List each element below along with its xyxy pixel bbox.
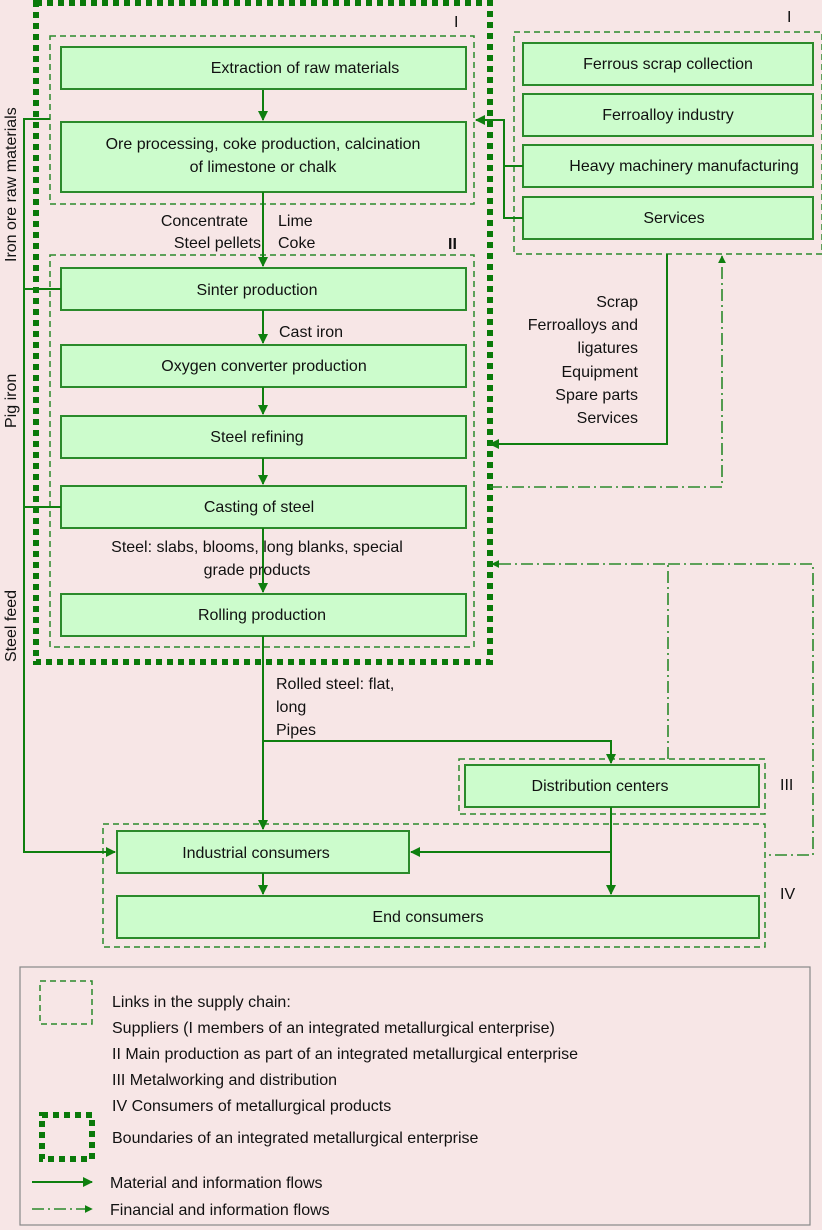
- enterprise-boundary: [33, 0, 493, 665]
- flow-label-supplies: ligatures: [578, 340, 638, 357]
- node-label: Services: [643, 210, 704, 227]
- flow-label-rolled-steel: Pipes: [276, 722, 316, 739]
- legend-boundary-swatch: [39, 1112, 95, 1162]
- group-label-consumers: IV: [780, 886, 795, 903]
- group-label-internal-suppliers: I: [454, 14, 458, 31]
- node-ferrous-scrap[interactable]: Ferrous scrap collection: [522, 42, 814, 86]
- node-label: End consumers: [372, 909, 483, 926]
- flow-label-steel-pellets: Steel pellets: [174, 235, 261, 252]
- node-label: Casting of steel: [204, 499, 314, 516]
- financial-flows: [490, 255, 814, 856]
- flow-label-supplies: Spare parts: [555, 387, 638, 404]
- node-ore-processing[interactable]: Ore processing, coke production, calcina…: [60, 121, 467, 193]
- legend-material-flows: Material and information flows: [110, 1175, 323, 1192]
- group-label-main-production: II: [448, 236, 457, 253]
- flow-label-steel-products: grade products: [204, 562, 311, 579]
- group-consumers: [102, 823, 766, 948]
- legend-boundaries: Boundaries of an integrated metallurgica…: [112, 1130, 479, 1147]
- node-label: Sinter production: [197, 282, 318, 299]
- material-flows: [23, 90, 668, 895]
- node-label: Oxygen converter production: [161, 358, 366, 375]
- node-heavy-machinery[interactable]: Heavy machinery manufacturing: [522, 144, 814, 188]
- node-steel-refining[interactable]: Steel refining: [60, 415, 467, 459]
- node-label: of limestone or chalk: [190, 159, 338, 176]
- flow-label-supplies: Scrap: [596, 294, 638, 311]
- node-services[interactable]: Services: [522, 196, 814, 240]
- side-label-pig-iron: Pig iron: [3, 374, 20, 428]
- node-sinter[interactable]: Sinter production: [60, 267, 467, 311]
- node-industrial-consumers[interactable]: Industrial consumers: [116, 830, 410, 874]
- legend-item: Suppliers (I members of an integrated me…: [112, 1020, 555, 1037]
- flow-label-supplies: Ferroalloys and: [528, 317, 638, 334]
- node-casting[interactable]: Casting of steel: [60, 485, 467, 529]
- legend-item: IV Consumers of metallurgical products: [112, 1098, 391, 1115]
- node-oxygen-converter[interactable]: Oxygen converter production: [60, 344, 467, 388]
- node-end-consumers[interactable]: End consumers: [116, 895, 760, 939]
- flow-label-supplies: Equipment: [562, 364, 639, 381]
- node-label: Heavy machinery manufacturing: [569, 158, 798, 175]
- node-label: Extraction of raw materials: [211, 60, 400, 77]
- flow-label-steel-products: Steel: slabs, blooms, long blanks, speci…: [111, 539, 403, 556]
- flow-label-concentrate: Concentrate: [161, 213, 248, 230]
- node-label: Ferroalloy industry: [602, 107, 734, 124]
- node-distribution-centers[interactable]: Distribution centers: [464, 764, 760, 808]
- flow-label-rolled-steel: Rolled steel: flat,: [276, 676, 394, 693]
- node-label: Rolling production: [198, 607, 326, 624]
- node-label: Ore processing, coke production, calcina…: [106, 136, 421, 153]
- legend-group-swatch: [39, 980, 93, 1025]
- flow-label-cast-iron: Cast iron: [279, 324, 343, 341]
- node-label: Ferrous scrap collection: [583, 56, 753, 73]
- node-ferroalloy[interactable]: Ferroalloy industry: [522, 93, 814, 137]
- group-label-external-suppliers: I: [787, 9, 791, 26]
- node-rolling[interactable]: Rolling production: [60, 593, 467, 637]
- side-label-iron-ore: Iron ore raw materials: [3, 107, 20, 262]
- flow-label-rolled-steel: long: [276, 699, 306, 716]
- legend: Links in the supply chain: Suppliers (I …: [19, 966, 811, 1226]
- node-label: Industrial consumers: [182, 845, 330, 862]
- node-label: Steel refining: [210, 429, 303, 446]
- flow-label-lime: Lime: [278, 213, 313, 230]
- flow-label-coke: Coke: [278, 235, 315, 252]
- node-extraction[interactable]: Extraction of raw materials: [60, 46, 467, 90]
- group-label-distribution: III: [780, 777, 793, 794]
- flow-label-supplies: Services: [577, 410, 638, 427]
- legend-links-title: Links in the supply chain:: [112, 994, 291, 1011]
- legend-item: II Main production as part of an integra…: [112, 1046, 578, 1063]
- legend-financial-flows: Financial and information flows: [110, 1202, 330, 1219]
- legend-item: III Metalworking and distribution: [112, 1072, 337, 1089]
- node-label: Distribution centers: [532, 778, 669, 795]
- side-label-steel-feed: Steel feed: [3, 590, 20, 662]
